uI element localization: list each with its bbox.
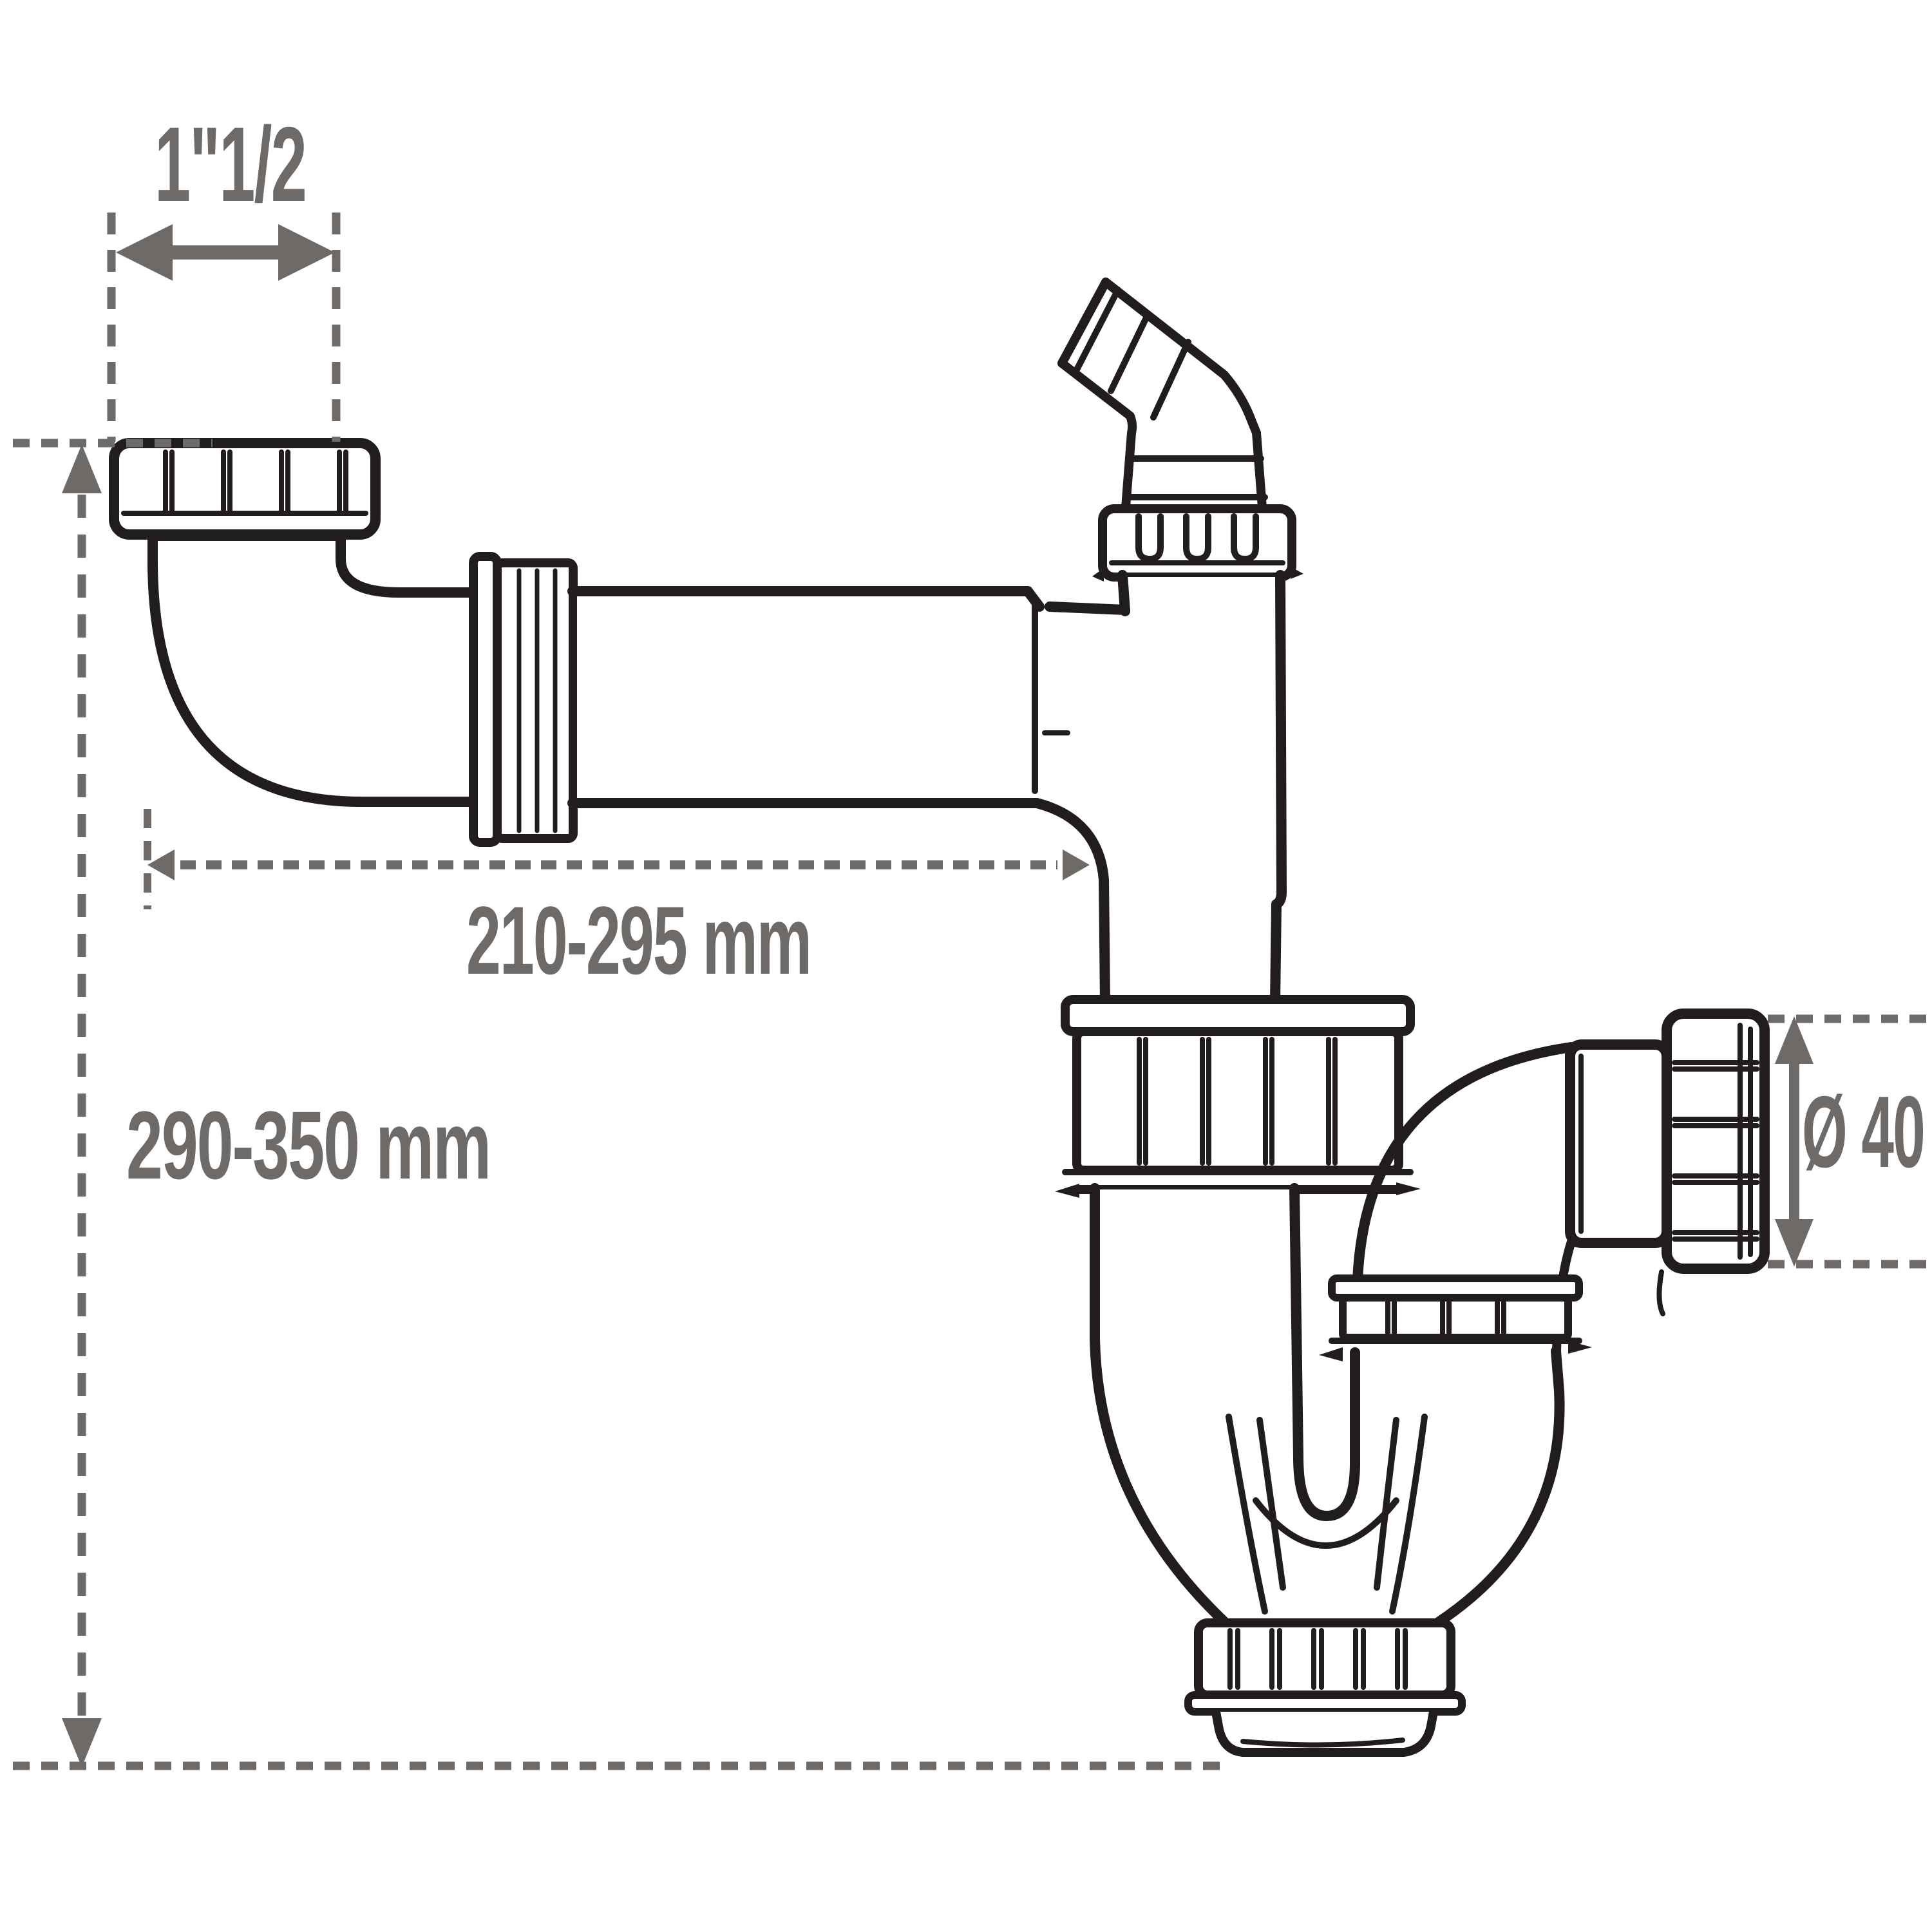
- arrow-left-head: [116, 224, 173, 281]
- inlet-elbow: [147, 531, 480, 807]
- tee-body: [1032, 570, 1287, 1007]
- hose-barb-connector: [1057, 278, 1303, 582]
- height-dimension-label: 290-350 mm: [126, 1091, 490, 1199]
- diameter-dimension-label: Ø 40: [1802, 1075, 1924, 1189]
- height-dimension: 290-350 mm: [13, 444, 1224, 1770]
- thread-extension-lines: [107, 213, 341, 442]
- thread-dimension-label: 1"1/2: [155, 105, 306, 223]
- diameter-dimension: Ø 40: [1768, 1014, 1929, 1269]
- width-dim-arrow-right: [1063, 849, 1090, 880]
- mid-compression-nut: [469, 552, 578, 847]
- arrow-right-head: [278, 224, 335, 281]
- height-dim-arrow-up: [62, 444, 102, 493]
- trap-body: [1090, 1183, 1565, 1628]
- diameter-arrow-up-head: [1775, 1016, 1814, 1064]
- thread-dimension: 1"1/2: [13, 105, 341, 448]
- diameter-arrow-down-head: [1775, 1219, 1814, 1267]
- outlet-nut: [1656, 1009, 1770, 1316]
- inlet-nut: [109, 438, 381, 540]
- width-dim-arrow-left: [147, 849, 175, 880]
- tee-nut: [1055, 995, 1421, 1198]
- trap-outlet-nut: [1319, 1274, 1592, 1361]
- width-dimension: 210-295 mm: [144, 809, 1090, 994]
- height-dim-arrow-down: [62, 1718, 102, 1767]
- cleanout-nut: [1184, 1618, 1466, 1757]
- width-dimension-label: 210-295 mm: [466, 886, 811, 994]
- horizontal-tube: [567, 586, 1045, 808]
